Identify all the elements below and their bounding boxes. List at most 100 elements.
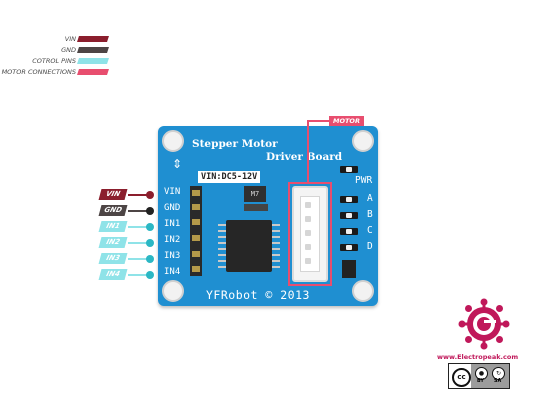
leader-line [128, 274, 148, 276]
share-alike-icon: ↻ [492, 367, 505, 380]
legend-item-control: COTROL PINS [0, 56, 110, 66]
header-pin [192, 204, 200, 210]
motor-leader-line [307, 120, 309, 182]
legend-swatch-control [77, 58, 109, 64]
legend-swatch-motor [77, 69, 109, 75]
leader-line [128, 226, 148, 228]
pin-dot-vin [146, 191, 154, 199]
legend-label: MOTOR CONNECTIONS [1, 68, 76, 76]
led-label-b: B [367, 209, 373, 220]
pin-header [190, 186, 202, 276]
header-pin [192, 266, 200, 272]
connector-pin [305, 202, 311, 208]
legend-label: GND [61, 46, 76, 54]
ic-pin [272, 254, 280, 256]
ic-pin [218, 266, 226, 268]
ic-pin [272, 236, 280, 238]
legend-swatch-vin [77, 36, 109, 42]
brand-url: www.Electropeak.com [437, 353, 519, 361]
mount-hole [352, 130, 374, 152]
silk-in2: IN2 [164, 235, 181, 245]
pin-dot-in2 [146, 239, 154, 247]
silk-vin: VIN [164, 187, 181, 197]
led-label-a: A [367, 193, 373, 204]
pin-dot-gnd [146, 207, 154, 215]
led-lens [346, 167, 352, 172]
cc-right: ● ↻ BY SA [471, 364, 509, 388]
board-footer: YFRobot © 2013 [206, 288, 310, 302]
led-label-d: D [367, 241, 373, 252]
leader-line [128, 242, 148, 244]
ic-pin [272, 242, 280, 244]
ic-pin [272, 266, 280, 268]
vin-spec-label: VIN:DC5-12V [198, 171, 261, 183]
tag-in1: IN1 [98, 221, 128, 232]
tag-gnd: GND [98, 205, 128, 216]
license-sa: SA [494, 379, 502, 384]
ic-pin [218, 224, 226, 226]
pin-dot-in3 [146, 255, 154, 263]
silk-in4: IN4 [164, 267, 181, 277]
person-icon: ● [475, 367, 488, 380]
tag-vin: VIN [98, 189, 128, 200]
ic-pin [218, 236, 226, 238]
pin-dot-in4 [146, 271, 154, 279]
resistor-array [342, 260, 356, 278]
connector-pin [305, 230, 311, 236]
legend-label: COTROL PINS [32, 57, 76, 65]
legend-swatch-gnd [77, 47, 109, 53]
header-pin [192, 251, 200, 257]
led-lens [346, 197, 352, 202]
silk-in1: IN1 [164, 219, 181, 229]
legend-item-vin: VIN [0, 34, 110, 44]
ic-pin [218, 254, 226, 256]
cc-icon: cc [452, 368, 471, 387]
connector-pin [305, 244, 311, 250]
connector-pin [305, 216, 311, 222]
ic-pin [272, 230, 280, 232]
led-lens [346, 213, 352, 218]
direction-arrow-icon: ⇕ [172, 157, 183, 171]
legend-item-gnd: GND [0, 45, 110, 55]
mount-hole [162, 280, 184, 302]
ic-pin [218, 248, 226, 250]
led-lens [346, 229, 352, 234]
header-pin [192, 235, 200, 241]
electropeak-logo-icon [458, 298, 510, 350]
legend-label: VIN [64, 35, 76, 43]
voltage-regulator: M7 [244, 186, 266, 202]
license-by: BY [477, 379, 484, 384]
diode [244, 204, 268, 211]
motor-leader-line [307, 120, 329, 122]
ic-pin [218, 260, 226, 262]
header-pin [192, 219, 200, 225]
mount-hole [352, 280, 374, 302]
legend-item-motor: MOTOR CONNECTIONS [0, 67, 110, 77]
leader-line [128, 210, 148, 212]
connector-pin [305, 258, 311, 264]
uln2003-chip [226, 220, 272, 272]
led-label-pwr: PWR [355, 175, 373, 186]
tag-in4: IN4 [98, 269, 128, 280]
ic-pin [272, 260, 280, 262]
ic-pin [218, 230, 226, 232]
silk-in3: IN3 [164, 251, 181, 261]
header-pin [192, 190, 200, 196]
mount-hole [162, 130, 184, 152]
motor-connections-highlight [288, 182, 332, 286]
ic-pin [272, 224, 280, 226]
tag-in3: IN3 [98, 253, 128, 264]
leader-line [128, 194, 148, 196]
pin-dot-in1 [146, 223, 154, 231]
silk-gnd: GND [164, 203, 181, 213]
board-title-line2: Driver Board [266, 151, 343, 163]
motor-tag: MOTOR [329, 116, 364, 126]
board-title-line1: Stepper Motor [192, 138, 278, 150]
leader-line [128, 258, 148, 260]
led-label-c: C [367, 225, 373, 236]
ic-pin [218, 242, 226, 244]
tag-in2: IN2 [98, 237, 128, 248]
ic-pin [272, 248, 280, 250]
cc-license-badge: cc ● ↻ BY SA [448, 363, 510, 389]
cc-left: cc [449, 364, 471, 388]
